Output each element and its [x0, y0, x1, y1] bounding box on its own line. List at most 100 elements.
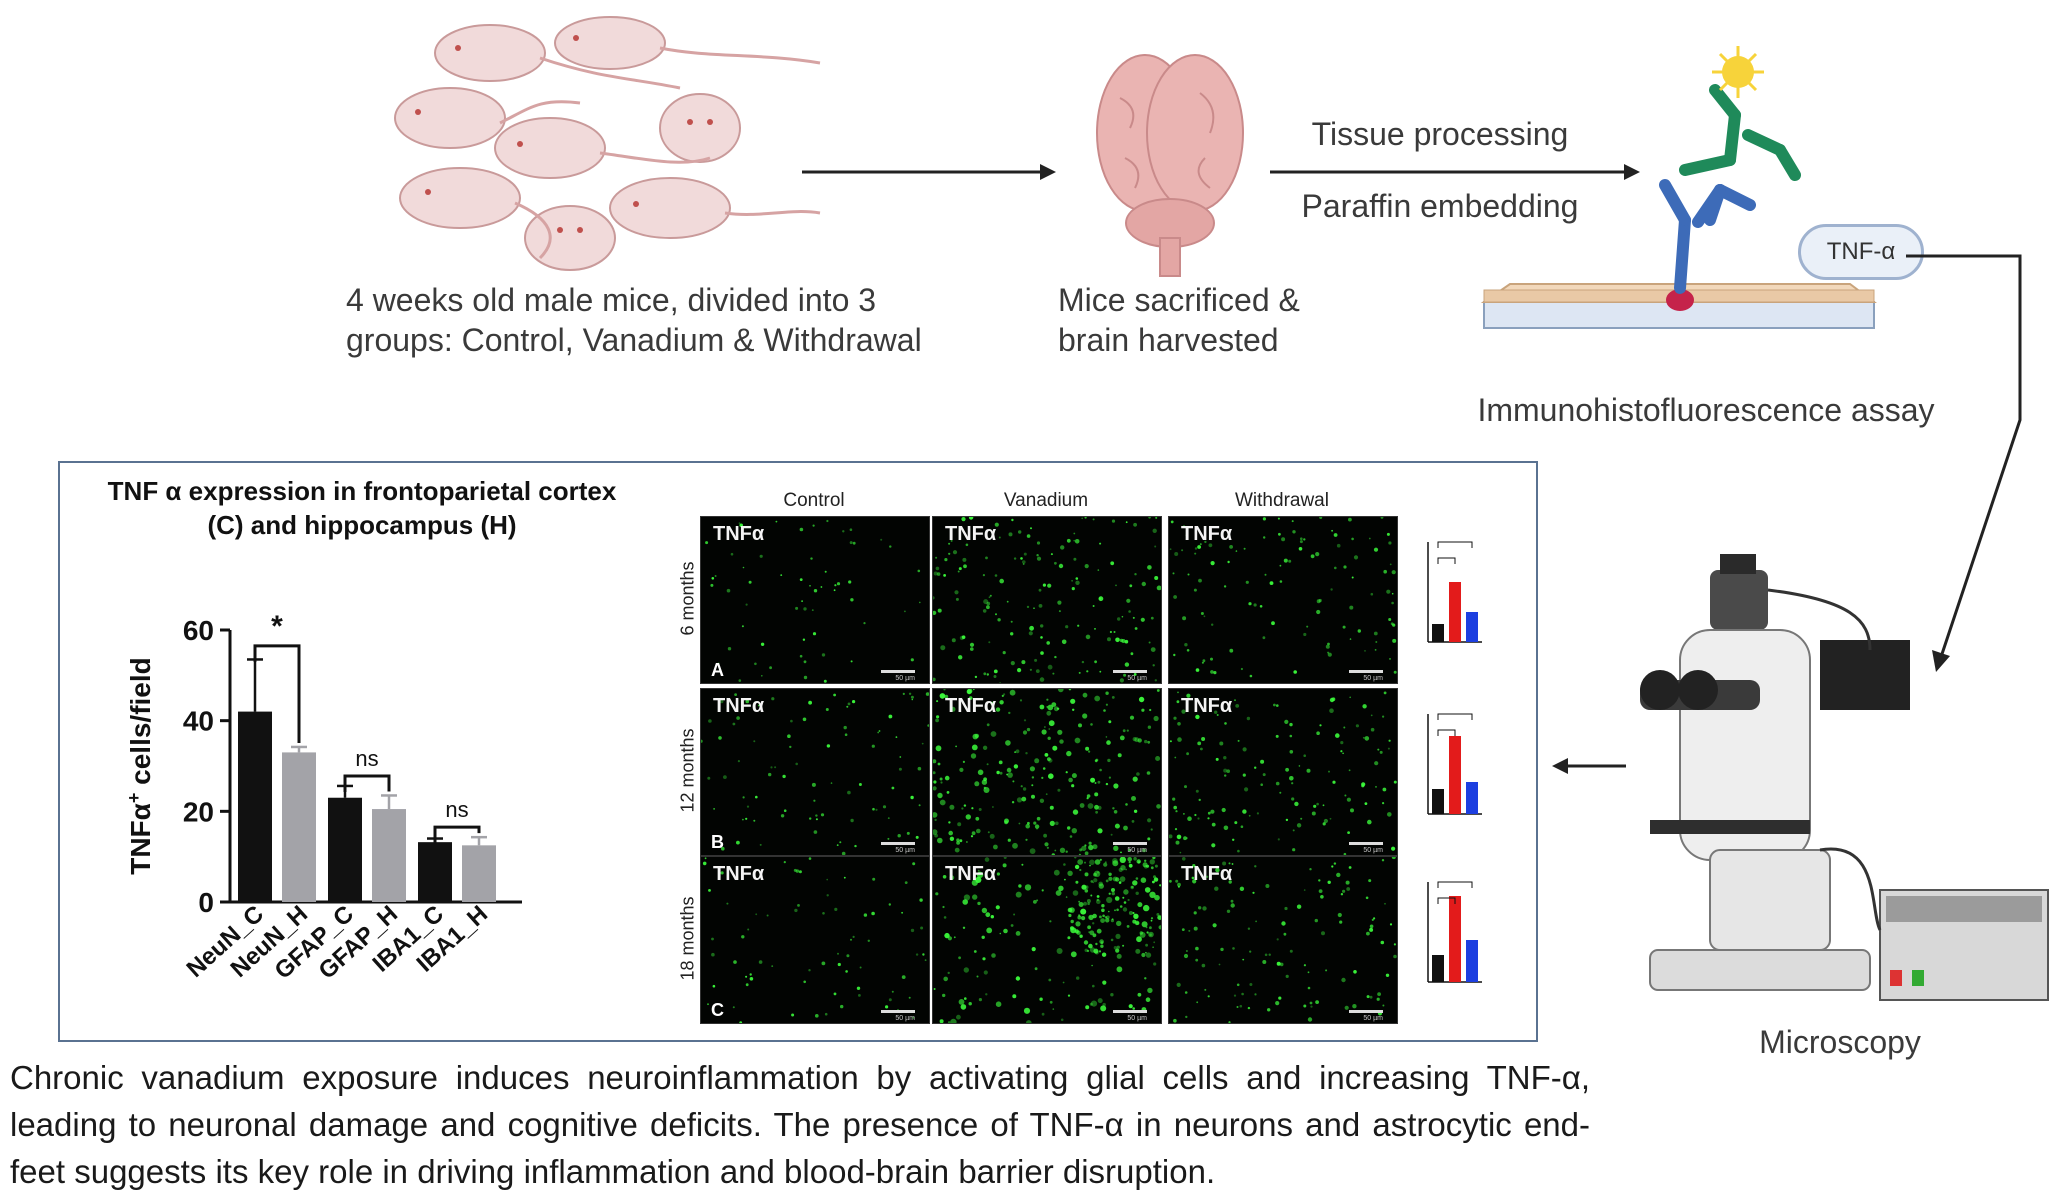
micrograph-withdrawal: TNFα 50 µm	[1168, 688, 1398, 856]
panel-title-line2: (C) and hippocampus (H)	[207, 510, 517, 540]
fluorescence-dots	[933, 517, 1161, 683]
column-header-vanadium: Vanadium	[1003, 490, 1089, 511]
y-axis-label-main: TNFα	[125, 803, 156, 875]
bar-IBA1_C	[418, 842, 452, 902]
bar-NeuN_H	[282, 752, 316, 902]
scale-bar-label: 50 µm	[1127, 675, 1147, 682]
mice-illustration	[394, 16, 821, 271]
fluorescence-dots	[702, 857, 927, 1023]
stain-label: TNFα	[713, 523, 765, 545]
scale-bar	[881, 670, 915, 673]
column-header-control: Control	[783, 490, 845, 511]
mini-bar-chart	[1427, 541, 1482, 643]
fluorescence-dots	[1169, 857, 1397, 1023]
stain-label: TNFα	[945, 695, 997, 717]
bar-NeuN_C	[238, 711, 272, 902]
y-tick-label: 40	[183, 706, 214, 737]
bar-GFAP_C	[328, 797, 362, 902]
significance-label: *	[271, 610, 283, 643]
panel-title: TNF α expression in frontoparietal corte…	[62, 474, 662, 542]
y-tick-label: 60	[183, 615, 214, 646]
scale-bar	[1349, 670, 1383, 673]
bar-IBA1_H	[462, 845, 496, 902]
step-paraffin-embedding: Paraffin embedding	[1301, 188, 1579, 224]
mini-bar	[1466, 612, 1478, 642]
bar-GFAP_H	[372, 809, 406, 902]
micrograph-vanadium: TNFα 50 µm	[932, 688, 1162, 856]
fluorescence-dots	[705, 519, 921, 683]
y-tick-label: 0	[198, 887, 214, 918]
brain-label: Mice sacrificed & brain harvested	[1058, 280, 1378, 360]
brain-illustration	[1096, 54, 1244, 277]
immunoassay-illustration	[1480, 46, 1877, 329]
step-tissue-processing: Tissue processing	[1311, 116, 1569, 152]
significance-label: ns	[445, 797, 468, 822]
mini-bar	[1449, 896, 1461, 982]
micrograph-withdrawal: TNFα 50 µm	[1168, 516, 1398, 684]
fluorescence-dots	[933, 857, 1161, 1023]
micrograph-vanadium: TNFα 50 µm	[932, 516, 1162, 684]
panel-title-line1: TNF α expression in frontoparietal corte…	[107, 476, 617, 506]
scale-bar	[1113, 670, 1147, 673]
stain-label: TNFα	[1181, 523, 1233, 545]
y-axis-label-sup: +	[124, 793, 144, 804]
significance-bracket	[433, 825, 481, 844]
arrow-microscope-to-panel	[1552, 758, 1626, 774]
mini-bar	[1449, 582, 1461, 642]
scale-bar	[881, 842, 915, 845]
mini-bar-chart	[1427, 713, 1482, 815]
mini-bar	[1449, 736, 1461, 814]
scale-bar-label: 50 µm	[895, 847, 915, 854]
stain-label: TNFα	[945, 863, 997, 885]
panel-letter: C	[711, 1000, 724, 1020]
stain-label: TNFα	[945, 523, 997, 545]
significance-bracket	[253, 644, 301, 743]
mini-bar	[1466, 940, 1478, 982]
mice-label-line1: 4 weeks old male mice, divided into 3	[346, 282, 877, 318]
scale-bar-label: 50 µm	[895, 675, 915, 682]
mini-bar-chart	[1427, 881, 1482, 983]
arrow-assay-to-microscope	[1906, 254, 2022, 672]
scale-bar	[1113, 842, 1147, 845]
scale-bar-label: 50 µm	[1127, 847, 1147, 854]
stain-label: TNFα	[1181, 695, 1233, 717]
scale-bar-label: 50 µm	[1363, 1015, 1383, 1022]
y-tick-label: 20	[183, 796, 214, 827]
mini-bar	[1432, 789, 1444, 814]
scale-bar	[1349, 1010, 1383, 1013]
scale-bar-label: 50 µm	[1363, 675, 1383, 682]
row-header: 12 months	[677, 728, 698, 813]
scale-bar	[881, 1010, 915, 1013]
fluorescence-dots	[701, 692, 929, 855]
mice-label: 4 weeks old male mice, divided into 3 gr…	[346, 280, 986, 360]
stain-label: TNFα	[713, 863, 765, 885]
microscope-illustration	[1640, 554, 2049, 1001]
microscopy-label: Microscopy	[1759, 1024, 1921, 1060]
scale-bar-label: 50 µm	[1127, 1015, 1147, 1022]
brain-label-line1: Mice sacrificed &	[1058, 282, 1300, 318]
scale-bar	[1113, 1010, 1147, 1013]
row-header: 6 months	[677, 561, 698, 636]
arrow-mice-to-brain	[802, 164, 1056, 180]
micrograph-withdrawal: TNFα 50 µm	[1168, 856, 1398, 1024]
arrow-brain-to-assay	[1270, 164, 1640, 180]
row-header: 18 months	[677, 896, 698, 981]
mice-label-line2: groups: Control, Vanadium & Withdrawal	[346, 322, 922, 358]
panel-letter: B	[711, 832, 724, 852]
fluorescence-dots	[933, 689, 1161, 855]
stain-label: TNFα	[1181, 863, 1233, 885]
scale-bar-label: 50 µm	[895, 1015, 915, 1022]
panel-letter: A	[711, 660, 724, 680]
tnf-alpha-antigen-pill: TNF-α	[1798, 224, 1924, 280]
column-header-withdrawal: Withdrawal	[1235, 490, 1329, 511]
scale-bar-label: 50 µm	[1363, 847, 1383, 854]
significance-label: ns	[355, 746, 378, 771]
scale-bar	[1349, 842, 1383, 845]
caption: Chronic vanadium exposure induces neuroi…	[10, 1059, 1590, 1190]
fluorescence-dots	[1169, 691, 1397, 855]
